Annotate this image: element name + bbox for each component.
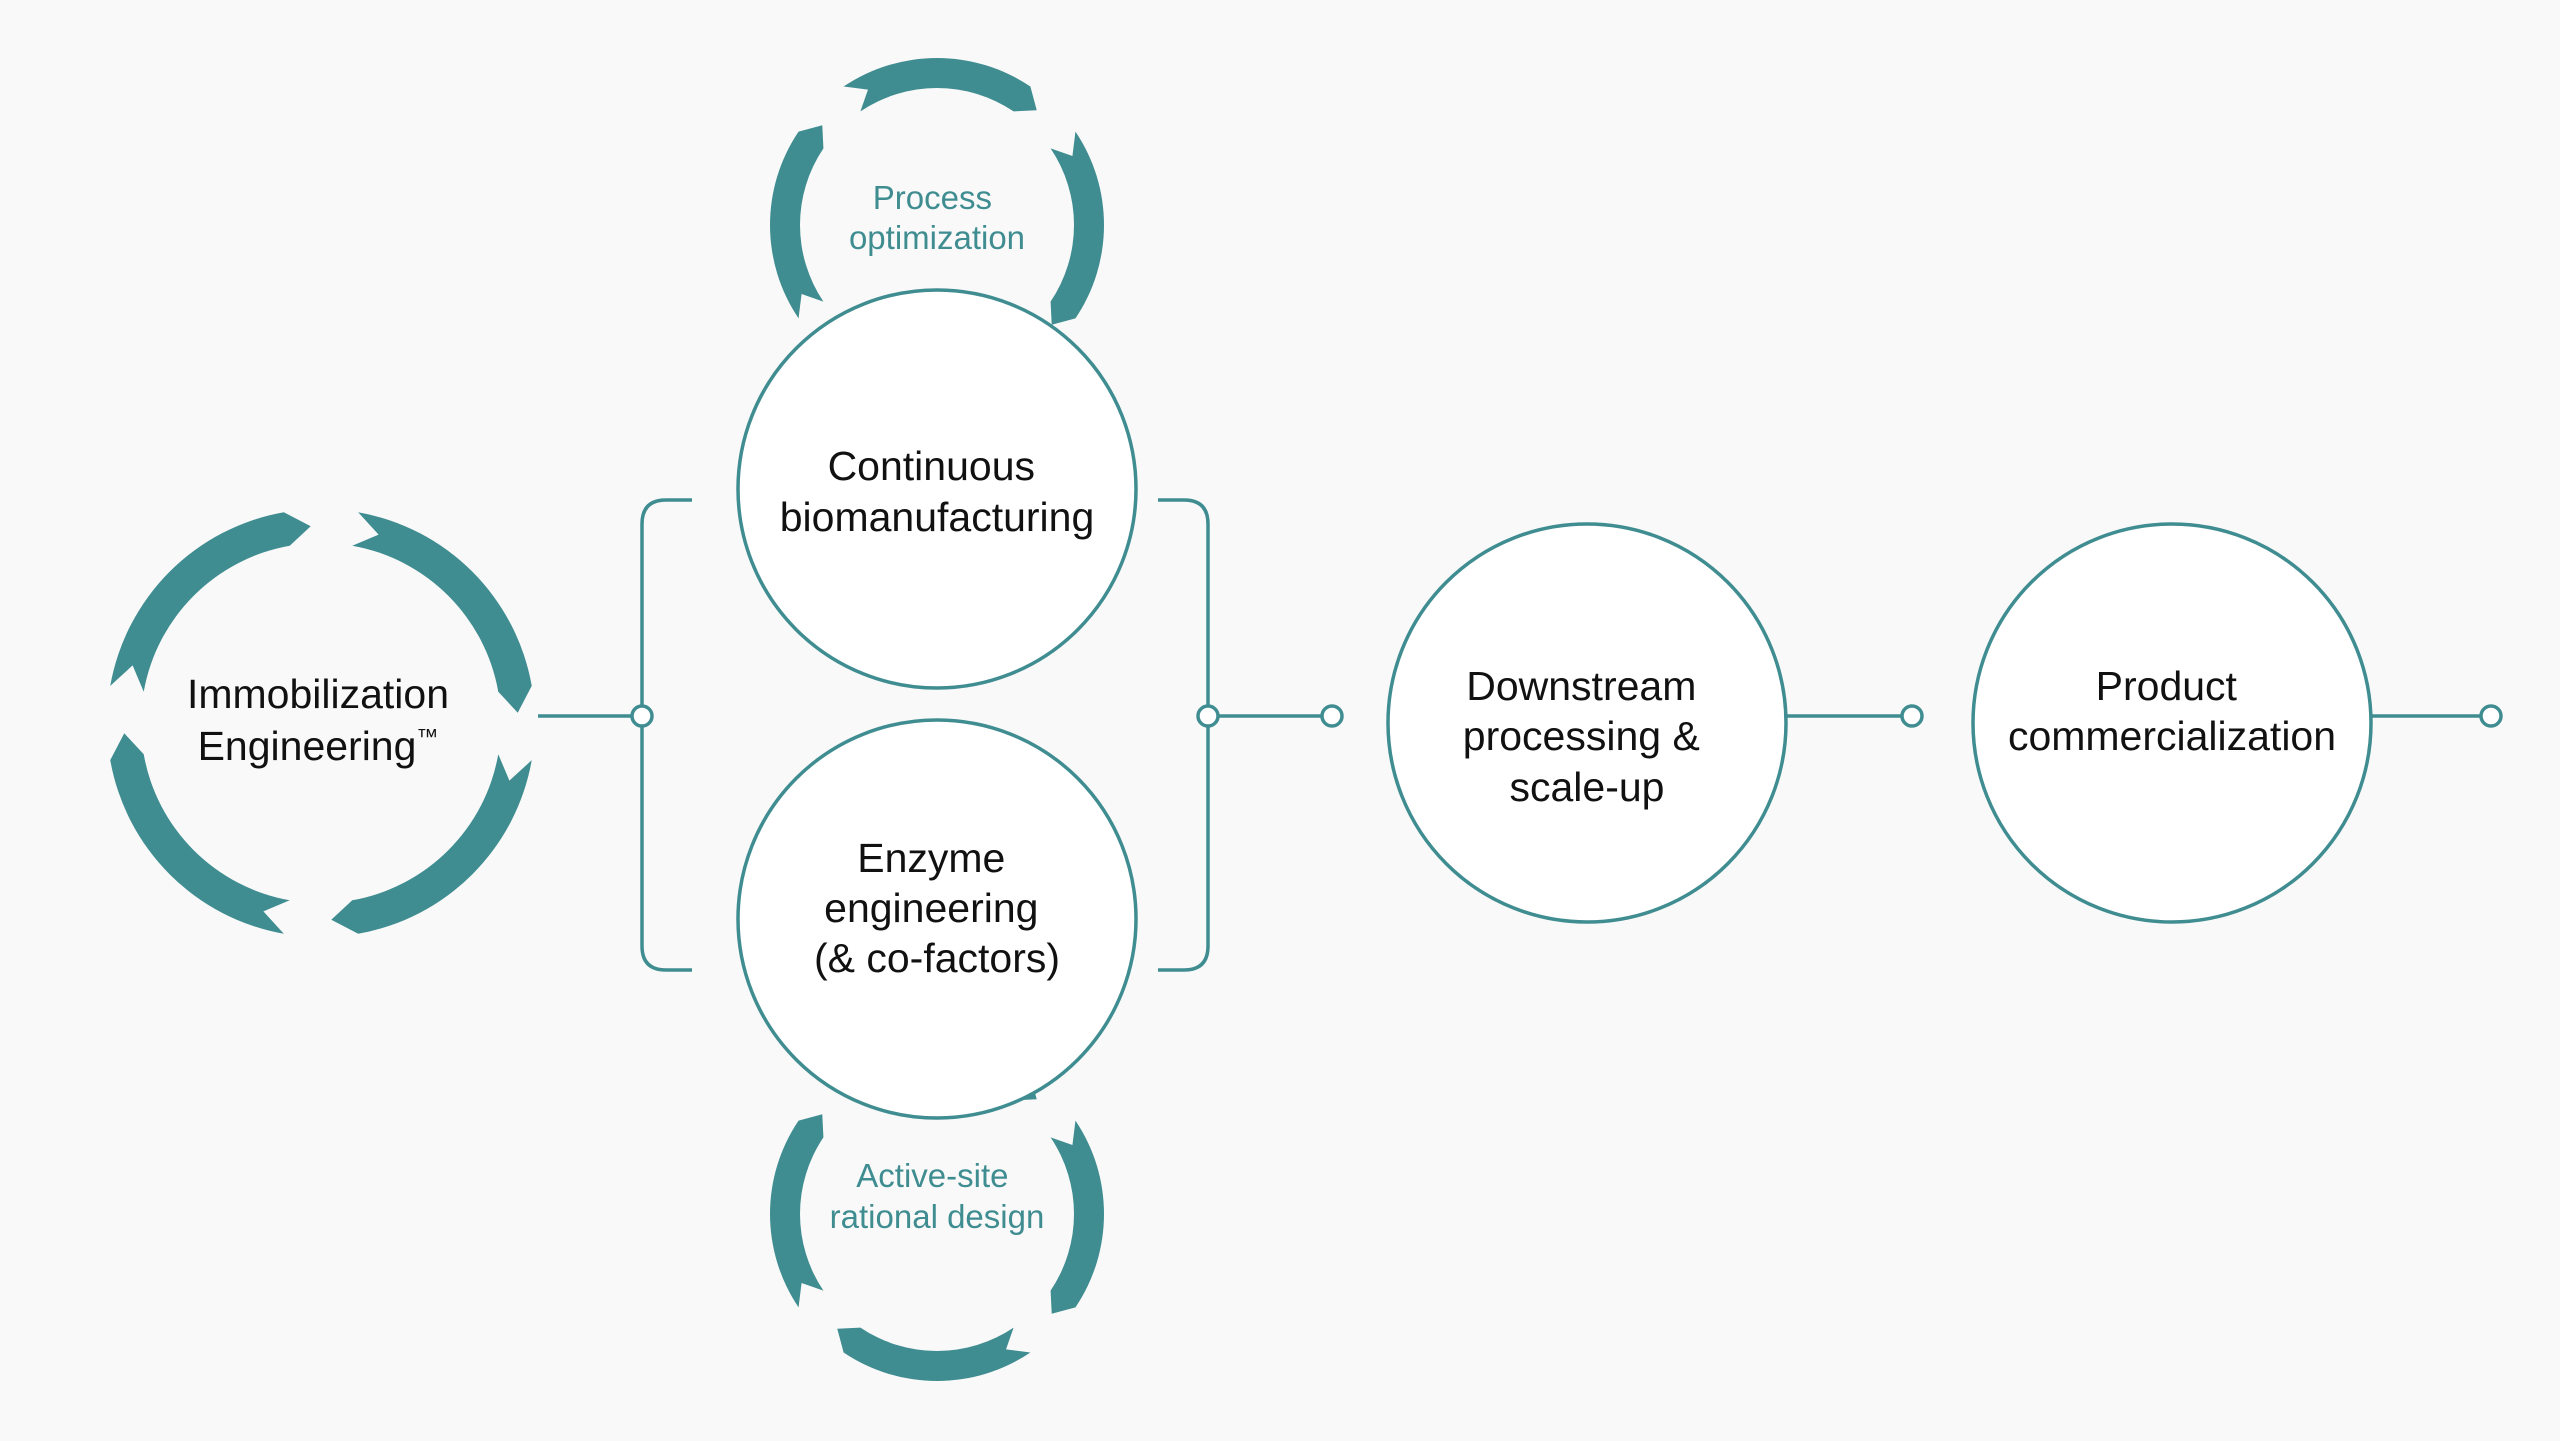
rational-design-label: Active-site rational design xyxy=(830,1157,1045,1235)
label-line: Product xyxy=(2096,663,2238,709)
cycle-arrow-segment xyxy=(352,512,532,713)
junction-dots xyxy=(630,704,2503,728)
label-line: optimization xyxy=(849,219,1025,256)
label-line: Downstream xyxy=(1466,663,1696,709)
junction-dot xyxy=(1320,704,1344,728)
label-line: biomanufacturing xyxy=(780,494,1095,540)
downstream-processing-node xyxy=(1386,522,1788,924)
product-commercialization-label: Product commercialization xyxy=(2008,663,2336,759)
cycle-arrow-segment xyxy=(837,1327,1031,1382)
junction-dot xyxy=(1196,704,1220,728)
cycle-arrow-segment xyxy=(770,1114,824,1308)
cycle-arrow-segment xyxy=(1050,1120,1104,1314)
label-line: Engineering xyxy=(198,723,417,769)
label-line: commercialization xyxy=(2008,713,2336,759)
immobilization-cycle-ring xyxy=(110,512,532,934)
label-line: Active-site xyxy=(856,1157,1008,1194)
label-line: Enzyme xyxy=(857,835,1005,881)
label-line: (& co-factors) xyxy=(814,935,1060,981)
label-line: scale-up xyxy=(1510,764,1665,810)
cycle-arrow-segment xyxy=(110,512,311,692)
junction-dot xyxy=(1900,704,1924,728)
cycle-arrow-segment xyxy=(331,754,532,934)
continuous-biomanufacturing-node xyxy=(736,288,1138,690)
label-line: Immobilization xyxy=(187,671,449,717)
cycle-arrow-segment xyxy=(843,57,1037,112)
right-bracket xyxy=(1158,498,1210,972)
junction-dot xyxy=(630,704,654,728)
immobilization-engineering-label: Immobilization xyxy=(187,671,449,717)
trademark-symbol: ™ xyxy=(416,724,438,749)
enzyme-engineering-node xyxy=(736,718,1138,1120)
label-line: rational design xyxy=(830,1198,1045,1235)
cycle-arrow-segment xyxy=(1050,131,1104,325)
junction-dot xyxy=(2479,704,2503,728)
enzyme-engineering-label: Enzyme engineering (& co-factors) xyxy=(814,835,1060,981)
connector-lines xyxy=(538,498,2491,972)
process-optimization-label: Process optimization xyxy=(849,179,1025,256)
product-commercialization-node xyxy=(1971,522,2373,924)
label-line: Process xyxy=(873,179,992,216)
downstream-processing-label: Downstream processing & scale-up xyxy=(1463,663,1711,810)
left-bracket xyxy=(640,498,692,972)
label-line: engineering xyxy=(824,885,1038,931)
cycle-arrow-segment xyxy=(769,125,824,319)
label-line: Continuous xyxy=(828,443,1035,489)
label-line: processing & xyxy=(1463,713,1700,759)
cycle-arrow-segment xyxy=(110,733,290,934)
immobilization-engineering-label: Engineering™ xyxy=(198,723,439,769)
continuous-biomanufacturing-label: Continuous biomanufacturing xyxy=(780,443,1095,540)
